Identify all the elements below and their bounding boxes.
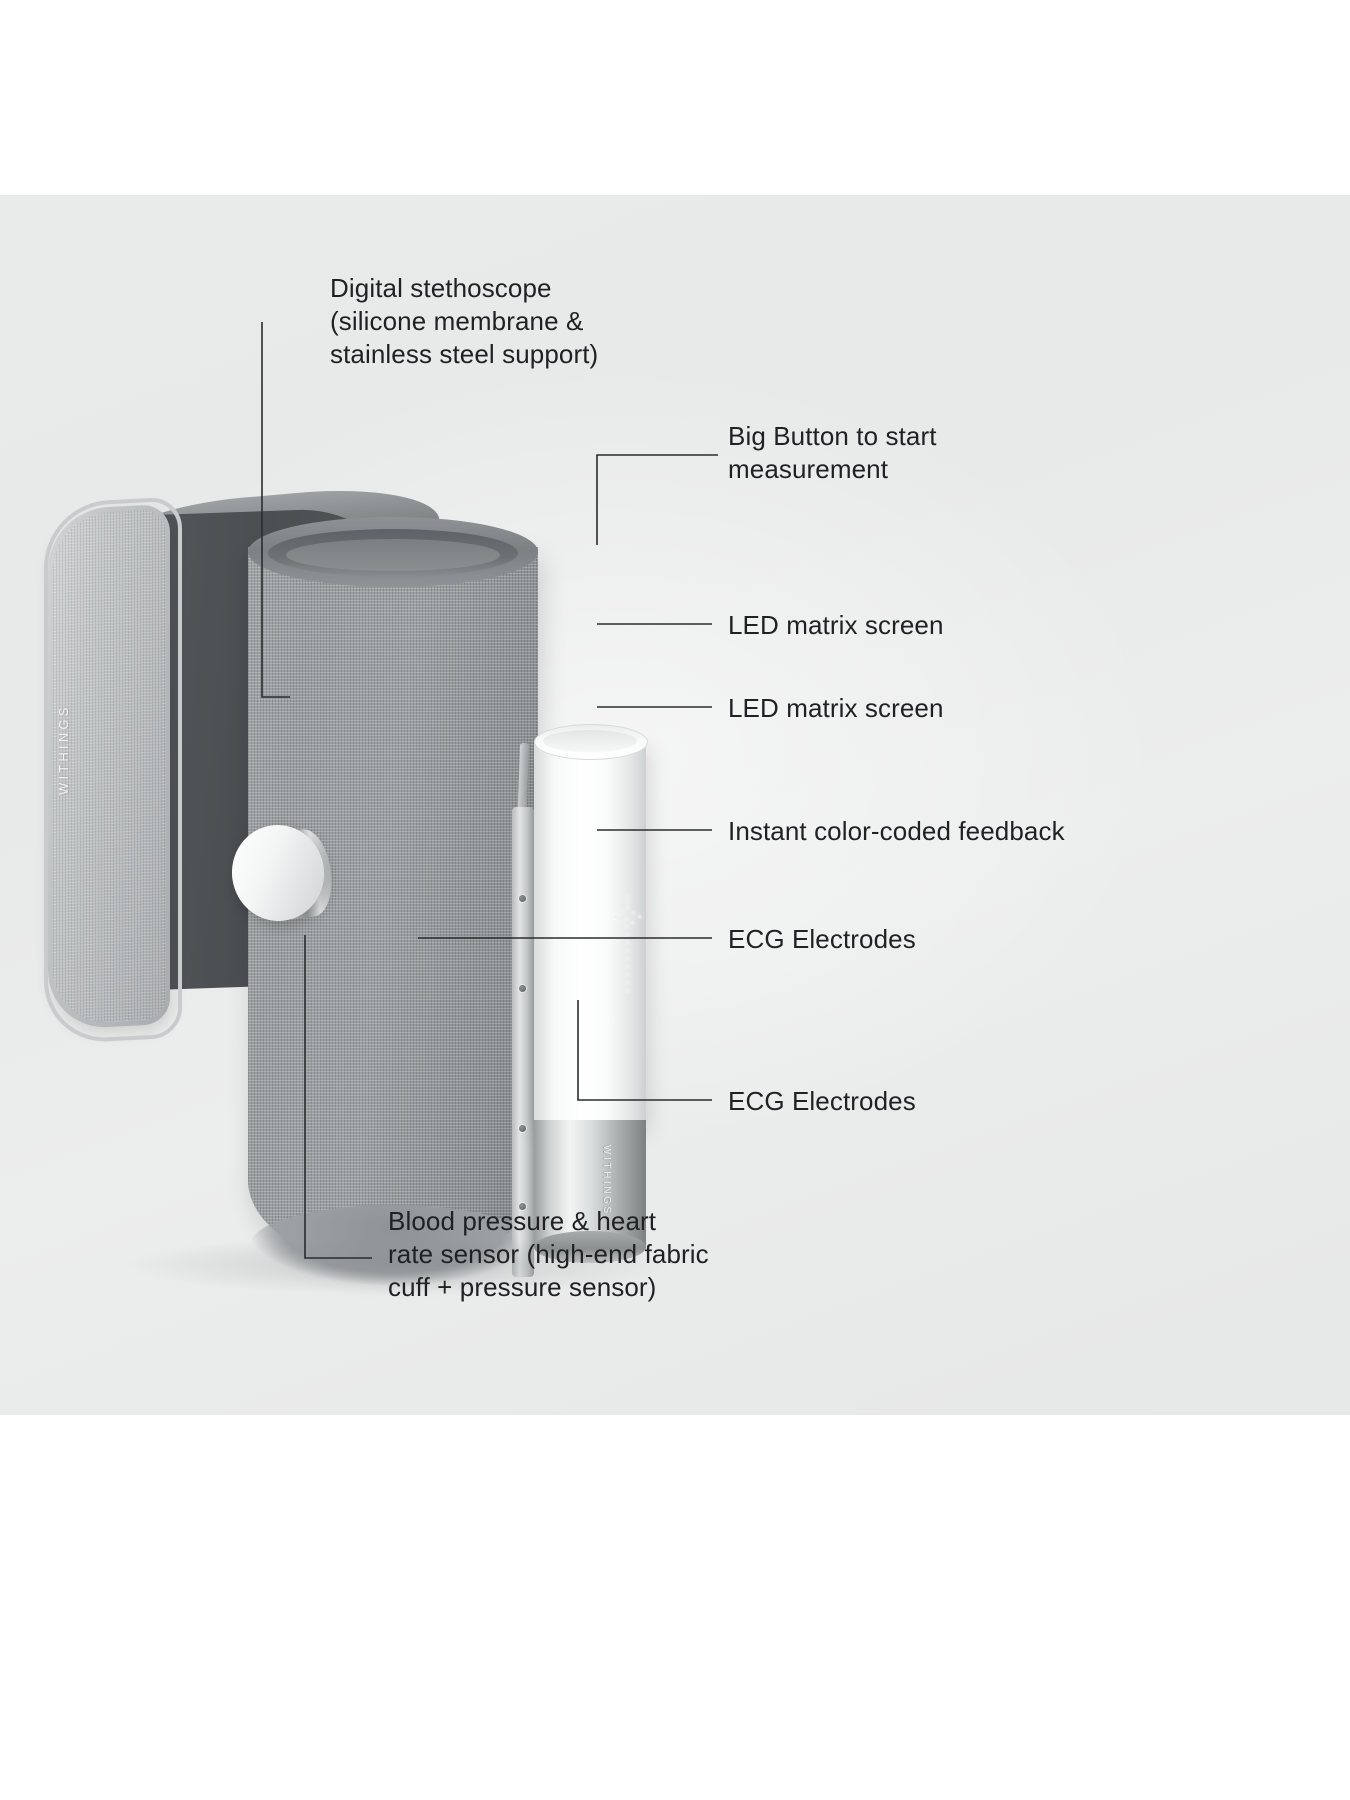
callout-big-button: Big Button to start measurement bbox=[728, 421, 937, 484]
hinge-rivet bbox=[519, 985, 526, 992]
cuff-brand-label: WITHINGS bbox=[56, 704, 71, 795]
hinge-rivet bbox=[519, 895, 526, 902]
callout-digital-stethoscope: Digital stethoscope (silicone membrane &… bbox=[330, 273, 599, 369]
cuff-drum-rim-inner bbox=[286, 539, 500, 571]
hinge-rivet bbox=[519, 1125, 526, 1132]
device-base bbox=[534, 1231, 646, 1263]
callout-ecg-electrodes-lower: ECG Electrodes bbox=[728, 1086, 916, 1116]
callout-ecg-electrodes-upper: ECG Electrodes bbox=[728, 924, 916, 954]
ecg-electrode-band bbox=[534, 1120, 646, 1248]
callout-led-matrix-screen-top: LED matrix screen bbox=[728, 610, 944, 640]
cuff-drum-base bbox=[250, 1205, 536, 1285]
drop-shadow bbox=[120, 1235, 680, 1295]
hinge-rivet bbox=[519, 1203, 526, 1210]
led-matrix-glyph bbox=[612, 895, 646, 1000]
hinge-strip bbox=[512, 807, 534, 1277]
callout-instant-feedback: Instant color-coded feedback bbox=[728, 816, 1065, 846]
callout-blood-pressure-sensor: Blood pressure & heart rate sensor (high… bbox=[388, 1206, 709, 1302]
callout-led-matrix-screen-bottom: LED matrix screen bbox=[728, 693, 944, 723]
device-top-button-inner bbox=[543, 730, 637, 752]
